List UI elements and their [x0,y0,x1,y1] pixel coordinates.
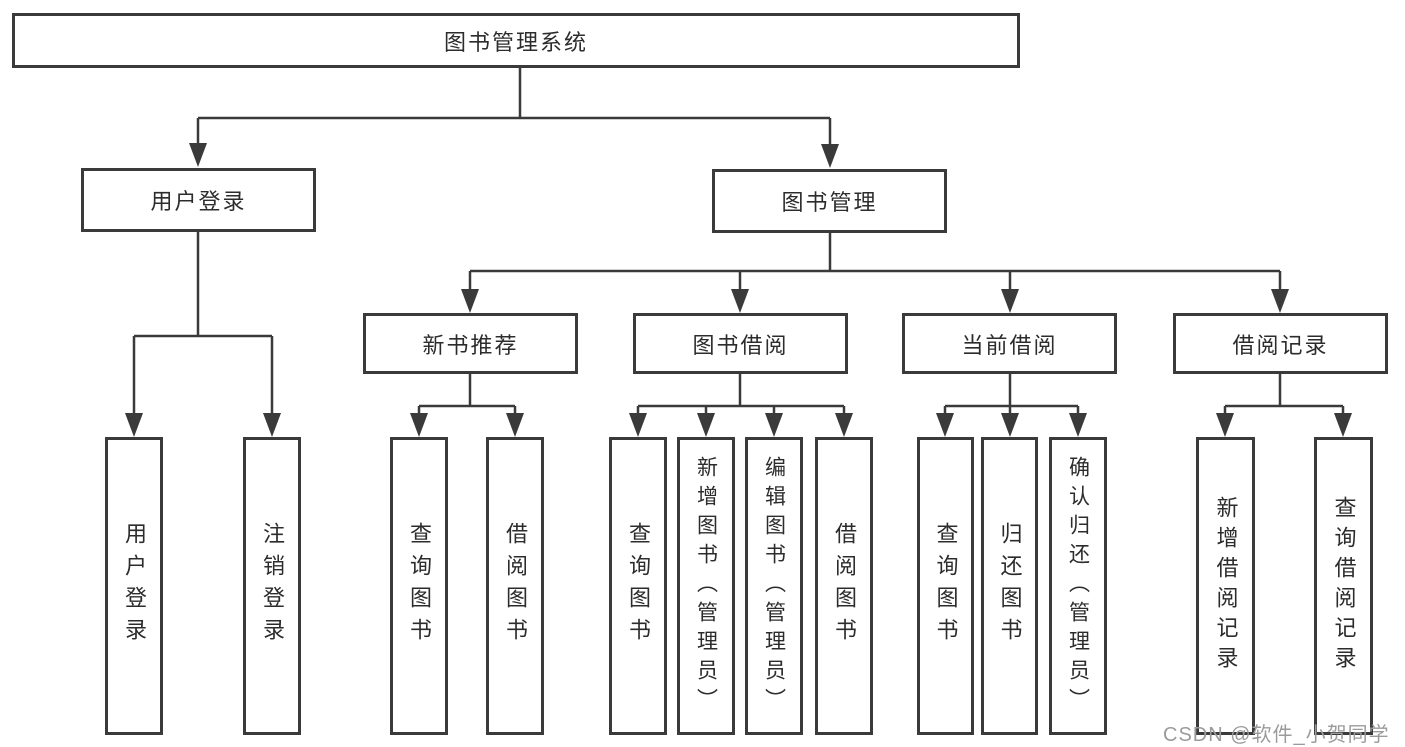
leaf-query-books-current: 查询图书 [917,437,974,735]
arrow-icon [1271,289,1289,313]
arrow-icon [629,413,647,437]
node-root: 图书管理系统 [12,13,1020,68]
node-user-login: 用户登录 [81,168,316,232]
leaf-logout: 注销登录 [243,437,301,735]
node-new-book-recommend: 新书推荐 [363,313,578,374]
arrow-icon [461,289,479,313]
arrow-icon [765,413,783,437]
arrow-icon [263,413,281,437]
leaf-user-login: 用户登录 [105,437,163,735]
leaf-return-book: 归还图书 [981,437,1038,735]
leaf-query-books-recommend: 查询图书 [390,437,448,735]
arrow-icon [410,413,428,437]
watermark-text: CSDN @软件_小贺同学 [1163,724,1390,746]
arrow-icon [936,413,954,437]
leaf-add-borrow-record: 新增借阅记录 [1196,437,1255,735]
node-borrow-records: 借阅记录 [1173,313,1388,374]
arrow-icon [821,144,839,168]
arrow-icon [835,413,853,437]
connector-lines [132,68,1345,416]
leaf-borrow-books: 借阅图书 [815,437,873,735]
arrow-icon [1216,413,1234,437]
arrow-icon [1001,289,1019,313]
arrow-icon [125,413,143,437]
arrowheads [125,143,1352,437]
leaf-edit-book-admin: 编辑图书（管理员） [745,437,803,735]
arrow-icon [506,413,524,437]
node-current-borrow: 当前借阅 [902,313,1117,374]
leaf-confirm-return-admin: 确认归还（管理员） [1049,437,1107,735]
arrow-icon [1334,413,1352,437]
node-book-management: 图书管理 [712,169,947,233]
leaf-query-books-borrow: 查询图书 [609,437,667,735]
arrow-icon [1069,413,1087,437]
arrow-icon [189,143,207,167]
leaf-query-borrow-record: 查询借阅记录 [1314,437,1373,735]
arrow-icon [731,289,749,313]
node-book-borrow: 图书借阅 [633,313,848,374]
arrow-icon [697,413,715,437]
leaf-add-book-admin: 新增图书（管理员） [677,437,735,735]
arrow-icon [1001,413,1019,437]
leaf-borrow-books-recommend: 借阅图书 [486,437,544,735]
